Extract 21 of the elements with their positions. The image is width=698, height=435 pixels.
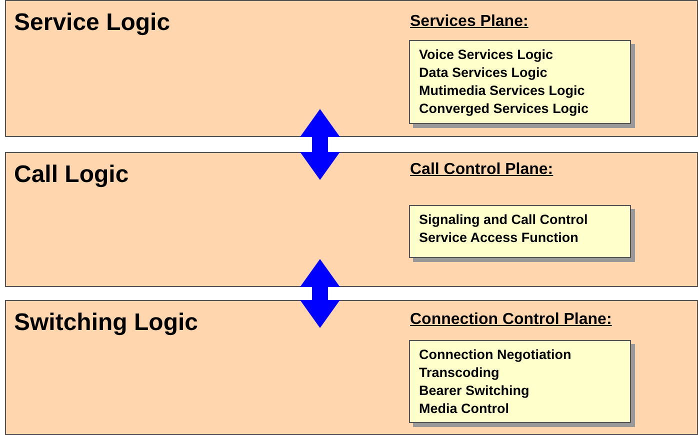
function-text: Mutimedia Services Logic [419, 82, 585, 100]
plane-heading: Connection Control Plane: [410, 311, 612, 329]
double-arrow [300, 109, 340, 180]
function-text: Connection Negotiation [419, 346, 572, 364]
function-text: Bearer Switching [419, 382, 530, 400]
layer-title: Service Logic [14, 9, 170, 37]
layer-title: Switching Logic [14, 309, 198, 337]
function-text: Media Control [419, 400, 509, 418]
function-text: Voice Services Logic [419, 46, 554, 64]
layer-band [5, 0, 698, 137]
plane-heading: Services Plane: [410, 13, 528, 31]
layer-band [5, 300, 698, 435]
double-arrow [300, 259, 340, 328]
function-text: Transcoding [419, 364, 500, 382]
function-text: Converged Services Logic [419, 100, 589, 118]
plane-heading: Call Control Plane: [410, 161, 554, 179]
layer-title: Call Logic [14, 161, 129, 189]
function-text: Signaling and Call Control [419, 211, 588, 229]
function-text: Data Services Logic [419, 64, 548, 82]
function-text: Service Access Function [419, 229, 578, 247]
layer-band [5, 152, 698, 287]
